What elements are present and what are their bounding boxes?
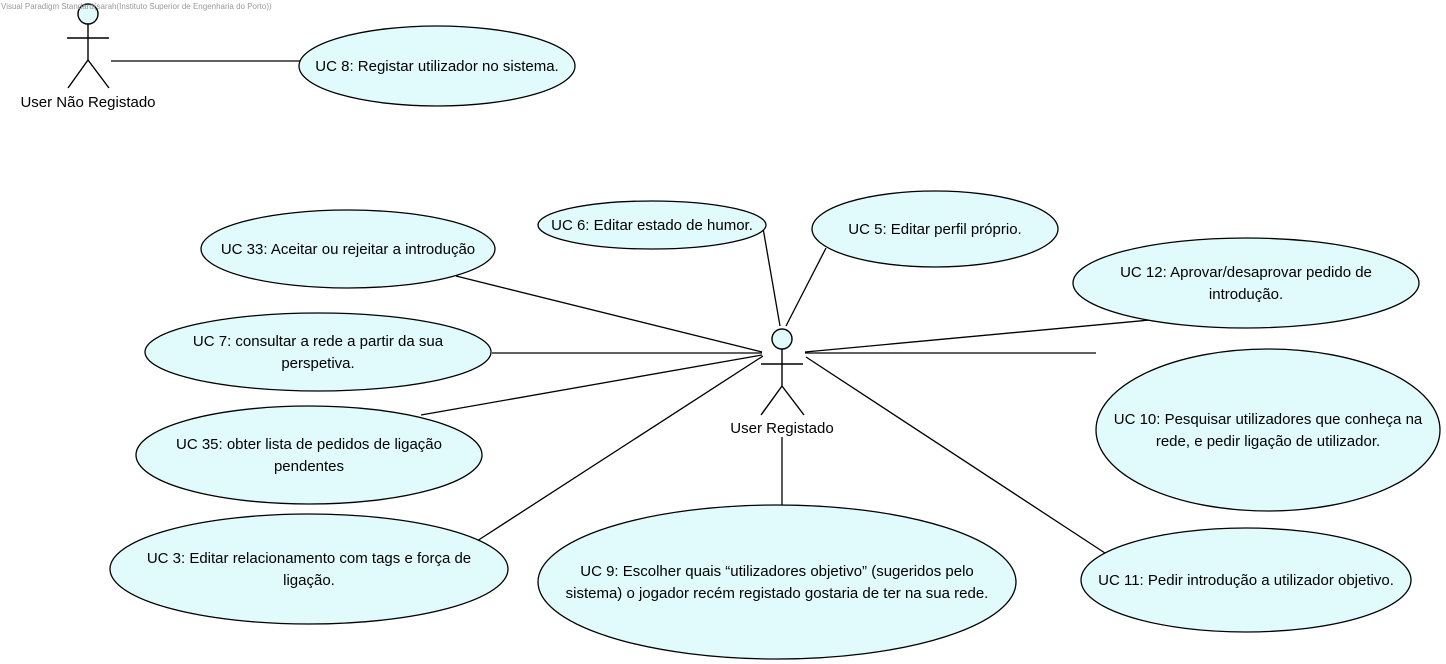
actor-unregistered-user[interactable]: User Não Registado <box>20 3 156 111</box>
use-case-label: UC 3: Editar relacionamento com tags e f… <box>147 550 471 589</box>
association-uc12 <box>804 319 1151 353</box>
use-case-label-line: introdução. <box>1209 286 1283 303</box>
association-uc33 <box>455 275 763 353</box>
association-uc35 <box>420 354 763 416</box>
actor-leg-left <box>67 59 89 89</box>
use-case-label: UC 11: Pedir introdução a utilizador obj… <box>1098 572 1394 589</box>
use-case-label-line: perspetiva. <box>281 355 354 372</box>
watermark: Visual Paradigm Standard(sarah(Instituto… <box>1 2 272 11</box>
use-case-uc6[interactable]: UC 6: Editar estado de humor. <box>537 200 767 250</box>
actor-leg-right <box>87 59 110 89</box>
association-uc11 <box>805 356 1109 556</box>
association-uc3 <box>476 355 764 542</box>
use-case-label: UC 10: Pesquisar utilizadores que conheç… <box>1114 411 1423 450</box>
use-case-uc33[interactable]: UC 33: Aceitar ou rejeitar a introdução <box>200 209 496 289</box>
actor-label-registered: User Registado <box>730 420 833 437</box>
use-case-label-line: UC 8: Registar utilizador no sistema. <box>315 58 558 75</box>
use-case-label: UC 5: Editar perfil próprio. <box>848 221 1021 238</box>
association-uc5 <box>785 247 827 327</box>
use-case-uc3[interactable]: UC 3: Editar relacionamento com tags e f… <box>109 513 509 625</box>
use-case-label: UC 7: consultar a rede a partir da sua pe… <box>193 333 444 372</box>
use-case-label: UC 12: Aprovar/desaprovar pedido de intro… <box>1120 264 1372 303</box>
use-case-label-line: pendentes <box>274 458 344 475</box>
use-case-label-line: UC 9: Escolher quais “utilizadores objet… <box>580 563 974 580</box>
actor-leg-left <box>760 385 783 416</box>
use-case-label-line: UC 11: Pedir introdução a utilizador obj… <box>1098 572 1394 589</box>
use-case-label-line: UC 12: Aprovar/desaprovar pedido de <box>1120 264 1372 281</box>
actor-leg-right <box>781 385 805 416</box>
use-case-label: UC 33: Aceitar ou rejeitar a introdução <box>221 241 475 258</box>
association-uc6 <box>762 227 781 327</box>
use-case-label-line: UC 6: Editar estado de humor. <box>551 217 753 234</box>
associations <box>111 60 1151 556</box>
use-case-uc10[interactable]: UC 10: Pesquisar utilizadores que conheç… <box>1095 348 1441 512</box>
use-case-uc11[interactable]: UC 11: Pedir introdução a utilizador obj… <box>1080 527 1412 633</box>
use-case-label-line: UC 33: Aceitar ou rejeitar a introdução <box>221 241 475 258</box>
use-case-label: UC 35: obter lista de pedidos de ligação… <box>176 436 442 475</box>
use-case-label-line: UC 7: consultar a rede a partir da sua <box>193 333 444 350</box>
actor-label-unregistered: User Não Registado <box>20 94 155 111</box>
use-case-label-line: rede, e pedir ligação de utilizador. <box>1156 433 1380 450</box>
use-case-label-line: UC 5: Editar perfil próprio. <box>848 221 1021 238</box>
use-case-label-line: UC 10: Pesquisar utilizadores que conheç… <box>1114 411 1423 428</box>
use-case-uc12[interactable]: UC 12: Aprovar/desaprovar pedido de intro… <box>1072 237 1420 329</box>
use-case-label: UC 6: Editar estado de humor. <box>551 217 753 234</box>
use-case-label-line: sistema) o jogador recém registado gosta… <box>566 585 989 602</box>
use-case-label-line: UC 35: obter lista de pedidos de ligação <box>176 436 442 453</box>
use-case-label-line: ligação. <box>283 572 335 589</box>
use-case-uc7[interactable]: UC 7: consultar a rede a partir da sua pe… <box>144 312 492 392</box>
use-case-label: UC 8: Registar utilizador no sistema. <box>315 58 558 75</box>
use-case-uc9[interactable]: UC 9: Escolher quais “utilizadores objet… <box>537 504 1017 660</box>
use-case-label: UC 9: Escolher quais “utilizadores objet… <box>566 563 989 602</box>
use-case-uc35[interactable]: UC 35: obter lista de pedidos de ligação… <box>135 405 483 505</box>
actor-head <box>771 328 793 350</box>
use-case-uc8[interactable]: UC 8: Registar utilizador no sistema. <box>298 25 576 107</box>
use-case-label-line: UC 3: Editar relacionamento com tags e f… <box>147 550 471 567</box>
use-case-uc5[interactable]: UC 5: Editar perfil próprio. <box>811 190 1059 268</box>
actor-registered-user[interactable]: User Registado <box>730 328 834 437</box>
